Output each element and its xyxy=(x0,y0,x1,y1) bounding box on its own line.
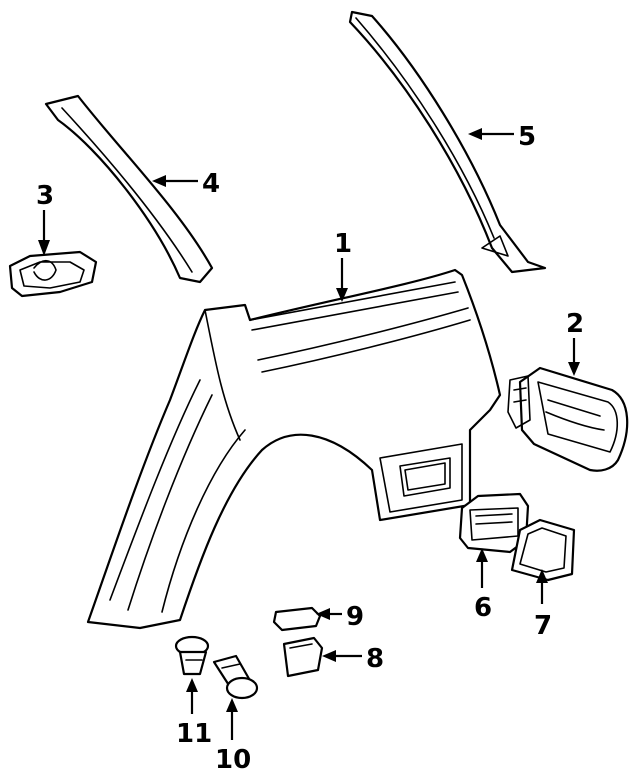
part-11-push-clip xyxy=(174,635,210,676)
callout-11: 11 xyxy=(176,719,212,749)
callout-9: 9 xyxy=(346,602,364,632)
callout-4: 4 xyxy=(202,169,220,199)
part-5-roof-molding xyxy=(348,10,547,274)
callout-labels: 1 2 3 4 5 6 7 8 9 10 11 xyxy=(36,122,584,772)
part-1-quarter-panel xyxy=(86,268,502,630)
callout-3: 3 xyxy=(36,181,54,211)
callout-6: 6 xyxy=(474,593,492,623)
callout-7: 7 xyxy=(534,611,552,641)
callout-5: 5 xyxy=(518,122,536,152)
part-9-clip xyxy=(272,606,322,632)
callout-10: 10 xyxy=(215,745,251,772)
callout-8: 8 xyxy=(366,644,384,674)
part-4-pillar-molding xyxy=(44,94,214,284)
callout-2: 2 xyxy=(566,309,584,339)
callout-arrows xyxy=(38,128,580,740)
part-10-push-clip xyxy=(212,654,259,700)
callout-1: 1 xyxy=(334,229,352,259)
part-7-gasket xyxy=(510,518,576,582)
part-8-cap xyxy=(282,636,324,678)
part-3-bracket xyxy=(8,250,98,298)
part-2-fuel-door xyxy=(507,366,629,472)
